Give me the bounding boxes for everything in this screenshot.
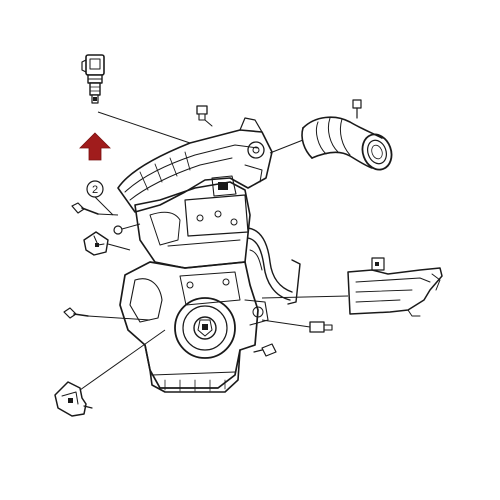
leader-line	[269, 139, 304, 154]
leader-line	[261, 295, 349, 299]
coolant-temp-sensor	[81, 54, 105, 104]
engine-block	[119, 261, 269, 389]
oil-pressure-sensor-bolt	[63, 307, 151, 321]
manifold-sensor	[196, 105, 213, 127]
callout-number: 2	[92, 184, 98, 196]
air-intake-hose	[301, 99, 393, 171]
heat-shield-bracket	[347, 257, 443, 317]
round-sensor	[113, 223, 141, 235]
crankshaft-pulley	[174, 297, 236, 359]
callout-marker: 2	[86, 180, 114, 216]
crankshaft-position-sensor	[54, 329, 166, 417]
oil-pressure-switch	[261, 319, 333, 333]
intake-manifold	[117, 117, 273, 213]
cylinder-head	[134, 175, 251, 269]
oil-pan	[144, 344, 241, 393]
coolant-hoses	[247, 227, 301, 305]
knock-sensor-bolt	[71, 202, 119, 216]
leader-line	[97, 111, 191, 144]
lower-right-sensor	[253, 343, 277, 357]
camshaft-position-sensor	[83, 231, 131, 256]
up-arrow-icon	[79, 132, 111, 161]
